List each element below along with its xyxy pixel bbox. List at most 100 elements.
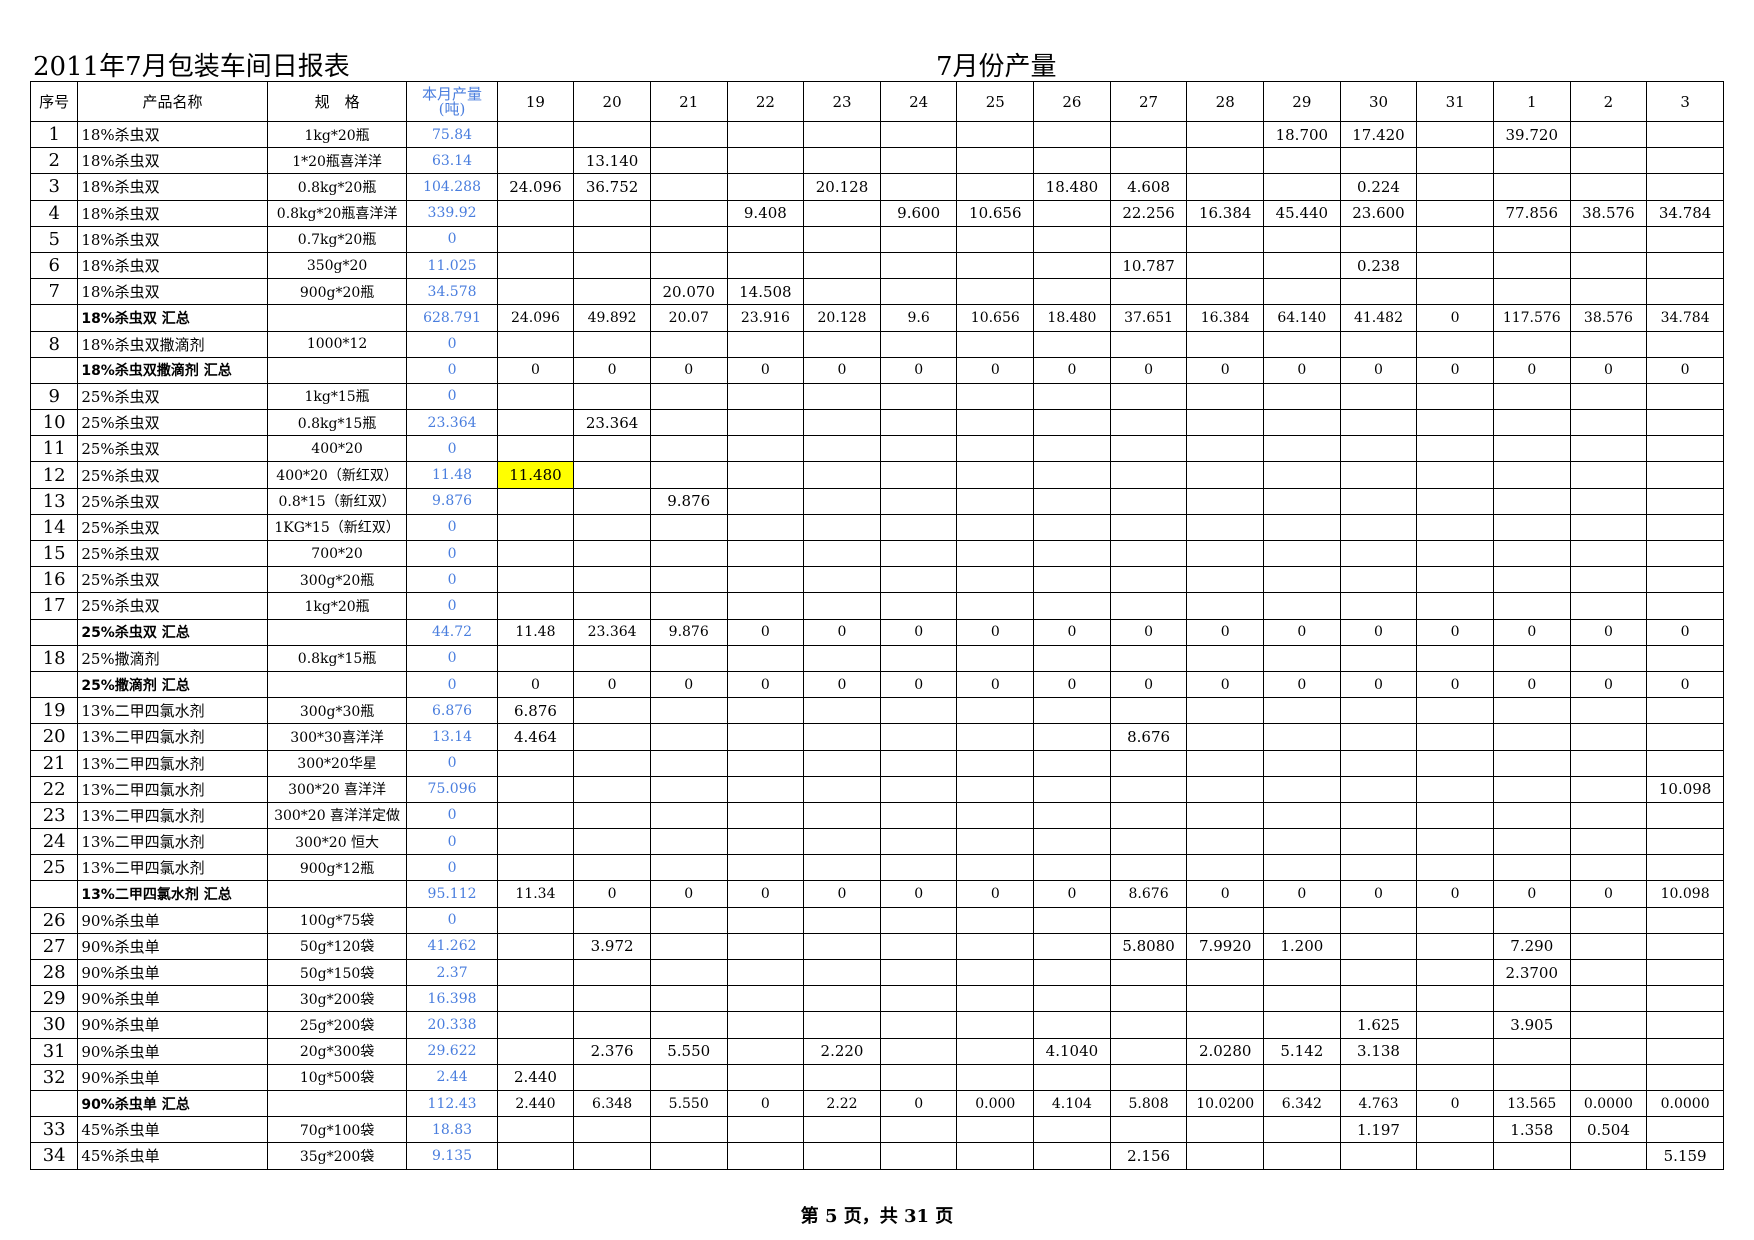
cell-day-value: 0: [726, 880, 805, 908]
cell-day-value: [573, 592, 651, 620]
cell-spec: 0.8kg*20瓶喜洋洋: [266, 199, 408, 227]
cell-day-value: 3.972: [573, 932, 651, 961]
cell-day-value: [1569, 1063, 1648, 1091]
cell-month-total: 63.14: [406, 147, 498, 175]
cell-day-value: [1339, 958, 1418, 987]
cell-day-value: [1646, 749, 1724, 777]
cell-day-value: [879, 147, 958, 175]
cell-day-value: [879, 749, 958, 777]
cell-day-value: 2.220: [803, 1037, 881, 1065]
cell-product-name: 18%杀虫双撒滴剂 汇总: [77, 356, 268, 384]
cell-no: 32: [29, 1063, 79, 1091]
cell-day-value: [649, 435, 728, 463]
cell-month-total: 0: [406, 670, 498, 699]
cell-day-value: [726, 251, 805, 280]
cell-day-value: 4.763: [1339, 1089, 1418, 1118]
cell-day-value: 2.440: [496, 1063, 575, 1091]
cell-day-value: [879, 985, 958, 1013]
cell-day-value: [1263, 749, 1341, 777]
cell-day-value: [649, 592, 728, 620]
cell-day-value: [1339, 775, 1418, 803]
cell-day-value: [1263, 566, 1341, 594]
cell-day-value: 20.128: [803, 173, 881, 201]
cell-day-value: [1186, 539, 1265, 568]
cell-day-value: 2.22: [803, 1089, 881, 1118]
cell-product-name: 25%杀虫双 汇总: [77, 618, 268, 646]
cell-day-value: [496, 592, 575, 620]
header-name: 产品名称: [77, 81, 268, 122]
cell-day-value: [496, 147, 575, 175]
cell-day-value: 117.576: [1492, 304, 1571, 332]
page-footer: 第 5 页，共 31 页: [800, 1206, 954, 1227]
cell-day-value: 9.876: [649, 487, 728, 515]
cell-day-value: [649, 775, 728, 803]
cell-day-value: [1339, 723, 1418, 751]
cell-month-total: 44.72: [406, 618, 498, 646]
cell-day-value: [1033, 828, 1111, 856]
cell-day-value: [649, 644, 728, 672]
cell-day-value: [1646, 985, 1724, 1013]
cell-day-value: 5.808: [1109, 1089, 1188, 1118]
cell-month-total: 0: [406, 906, 498, 934]
cell-day-value: 34.784: [1646, 304, 1724, 332]
cell-day-value: [1186, 1116, 1265, 1144]
cell-day-value: [1186, 461, 1265, 489]
cell-day-value: [496, 1142, 575, 1170]
cell-day-value: [1569, 487, 1648, 515]
cell-day-value: [1186, 173, 1265, 201]
cell-day-value: [879, 958, 958, 987]
cell-day-value: [1646, 147, 1724, 175]
cell-day-value: [1339, 461, 1418, 489]
cell-no: [29, 880, 79, 908]
cell-day-value: 0: [803, 880, 881, 908]
cell-day-value: [803, 225, 881, 253]
cell-day-value: [573, 251, 651, 280]
cell-day-value: [956, 644, 1035, 672]
cell-month-total: 112.43: [406, 1089, 498, 1118]
cell-day-value: [649, 1063, 728, 1091]
cell-day-value: [879, 513, 958, 542]
cell-day-value: [1263, 147, 1341, 175]
cell-spec: 300*20 喜洋洋: [266, 775, 408, 803]
cell-day-value: [1416, 1063, 1494, 1091]
cell-day-value: [496, 435, 575, 463]
cell-day-value: [726, 592, 805, 620]
cell-day-value: [803, 487, 881, 515]
cell-day-value: [726, 539, 805, 568]
cell-day-value: [1646, 801, 1724, 830]
cell-day-value: 0: [1492, 356, 1571, 384]
cell-day-value: [956, 985, 1035, 1013]
cell-day-value: [803, 985, 881, 1013]
cell-day-value: [1033, 147, 1111, 175]
cell-day-value: [1109, 278, 1188, 306]
cell-day-value: [956, 435, 1035, 463]
cell-day-value: [496, 854, 575, 882]
cell-day-value: 0: [1492, 880, 1571, 908]
cell-spec: 400*20（新红双）: [266, 461, 408, 489]
cell-day-value: 38.576: [1569, 304, 1648, 332]
report-title: 2011年7月包装车间日报表: [33, 52, 350, 82]
cell-day-value: [1646, 854, 1724, 882]
cell-day-value: 3.138: [1339, 1037, 1418, 1065]
cell-day-value: 0: [879, 1089, 958, 1118]
cell-day-value: [726, 749, 805, 777]
cell-day-value: 0: [1416, 880, 1494, 908]
cell-no: 8: [29, 330, 79, 358]
cell-day-value: [649, 173, 728, 201]
cell-spec: 0.7kg*20瓶: [266, 225, 408, 253]
cell-product-name: 13%二甲四氯水剂: [77, 697, 268, 725]
cell-day-value: 17.420: [1339, 120, 1418, 149]
cell-month-total: 0: [406, 566, 498, 594]
cell-month-total: 11.025: [406, 251, 498, 280]
cell-day-value: 0: [1339, 670, 1418, 699]
cell-day-value: 23.364: [573, 409, 651, 437]
cell-month-total: 18.83: [406, 1116, 498, 1144]
cell-day-value: [803, 958, 881, 987]
